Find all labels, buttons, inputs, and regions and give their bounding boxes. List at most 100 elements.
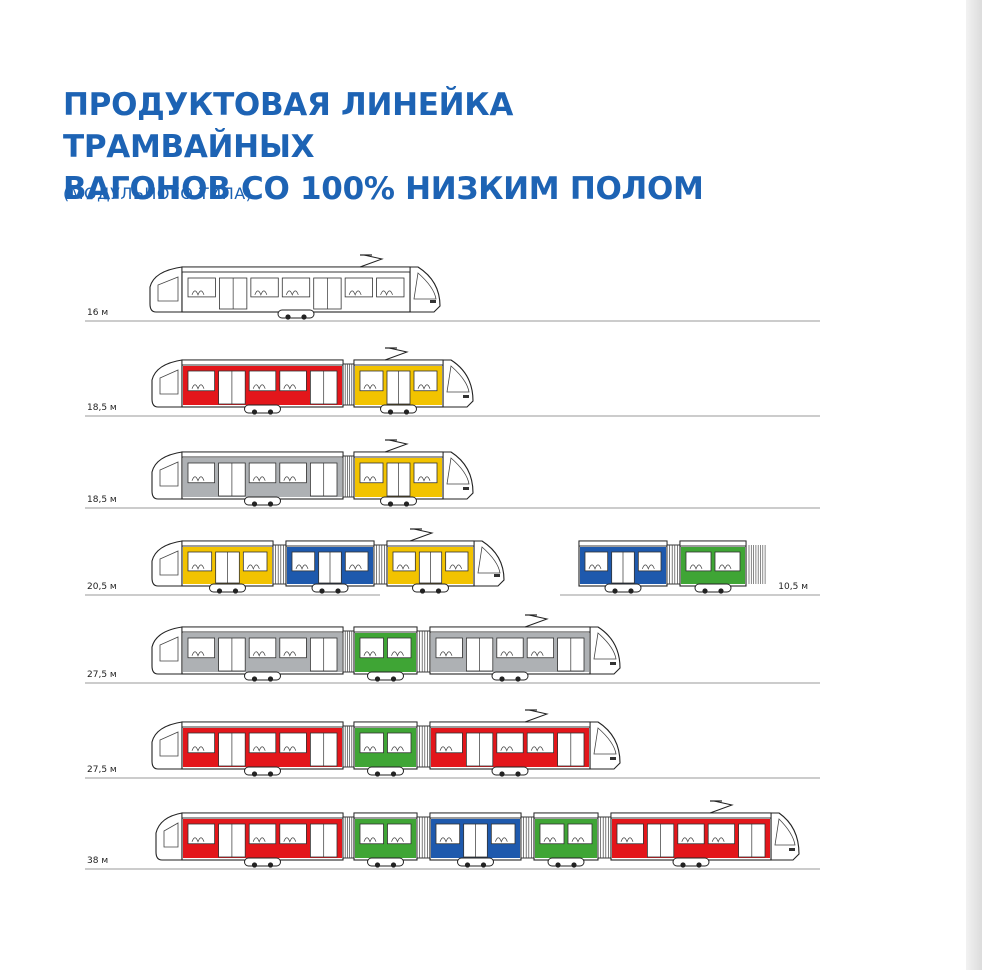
wheel (435, 588, 442, 594)
articulation (520, 816, 535, 859)
bogie (244, 404, 281, 414)
tram-8: 38 м (85, 800, 820, 870)
seat-icon (283, 837, 297, 843)
cab-window (413, 272, 437, 300)
wheel (267, 862, 274, 868)
module-yellow (353, 359, 444, 415)
bogie (311, 583, 349, 593)
window (685, 551, 712, 572)
seat-icon (363, 651, 377, 657)
seat-icon (642, 564, 655, 570)
window (413, 370, 438, 392)
seat-icon (363, 746, 377, 752)
window (344, 277, 373, 298)
seat-icon (530, 746, 544, 752)
window (435, 823, 461, 845)
articulation (416, 816, 431, 859)
seat-icon (380, 290, 393, 296)
seat-icon (391, 837, 404, 843)
front-cab (151, 359, 183, 408)
cab-window (159, 369, 179, 395)
roof (181, 451, 344, 458)
wheel (267, 409, 274, 415)
title-line-1: ПРОДУКТОВАЯ ЛИНЕЙКА ТРАМВАЙНЫХ (63, 87, 514, 165)
wheel (232, 588, 239, 594)
wheel (251, 501, 258, 507)
seat-icon (252, 746, 266, 752)
cab-window (593, 727, 617, 755)
module-green (353, 721, 418, 777)
rear-cab (770, 812, 800, 861)
window (359, 732, 384, 754)
rear-cab (442, 451, 474, 500)
wheel (571, 862, 577, 868)
seat-icon (252, 837, 266, 843)
tram-1: 16 м (85, 254, 820, 322)
seat-icon (439, 746, 453, 752)
seat-icon (571, 837, 585, 843)
wheel (628, 588, 634, 594)
seat-icon (252, 651, 266, 657)
headlight (789, 848, 795, 851)
bogie (244, 766, 281, 776)
seat-icon (681, 837, 695, 843)
pantograph (359, 254, 384, 268)
seat-icon (711, 837, 725, 843)
pantograph (384, 439, 409, 453)
seat-icon (500, 746, 514, 752)
seat-icon (191, 564, 205, 570)
bogie (694, 583, 732, 593)
module-grey (181, 626, 344, 682)
seat-icon (283, 476, 297, 482)
window (248, 462, 277, 484)
roof (353, 626, 418, 633)
seat-icon (500, 651, 514, 657)
pantograph (709, 800, 734, 814)
window (526, 637, 555, 659)
roof (181, 266, 411, 273)
headlight (494, 574, 500, 577)
length-label: 18,5 м (87, 495, 117, 505)
window (584, 551, 609, 572)
window (359, 462, 384, 484)
bogie (277, 309, 315, 319)
front-cab (151, 540, 183, 587)
roof (679, 540, 747, 547)
roof (429, 812, 522, 819)
window (707, 823, 736, 845)
headlight (463, 487, 469, 490)
wheel (216, 588, 223, 594)
module-yellow (181, 540, 274, 594)
length-label: 18,5 м (87, 403, 117, 413)
roof (429, 626, 591, 633)
seat-icon (191, 837, 205, 843)
module-green (353, 812, 418, 868)
wheel (335, 588, 341, 594)
window (413, 462, 438, 484)
articulation (597, 816, 612, 859)
length-label: 27,5 м (87, 765, 117, 775)
window (187, 732, 216, 754)
seat-icon (620, 837, 634, 843)
bogie (244, 496, 281, 506)
wheel (251, 771, 258, 777)
roof (353, 451, 444, 458)
window (248, 823, 277, 845)
seat-icon (588, 564, 602, 570)
module-yellow (353, 451, 444, 507)
tram-3: 18,5 м (85, 439, 820, 509)
cab-window (446, 457, 470, 485)
articulation (416, 630, 431, 673)
wheel (390, 676, 397, 682)
window (490, 823, 516, 845)
articulation (342, 630, 355, 673)
wheel (680, 862, 686, 868)
window (539, 823, 565, 845)
bogie (380, 404, 417, 414)
seat-icon (348, 290, 362, 296)
pantograph (384, 347, 409, 361)
bogie (672, 857, 710, 867)
window (279, 732, 307, 754)
seat-icon (283, 746, 297, 752)
length-label: 20,5 м (87, 582, 117, 592)
